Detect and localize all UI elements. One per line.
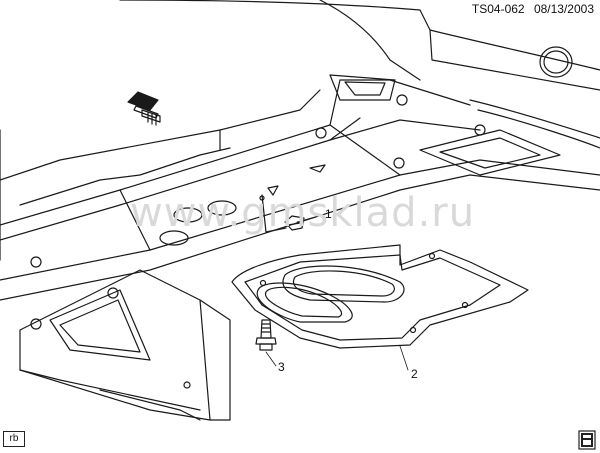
frame-crossmember: [0, 74, 600, 389]
mounting-bolt: [255, 319, 277, 351]
shield-plate: [231, 244, 529, 349]
service-book-icon: [578, 430, 596, 450]
vehicle-body-outline: [0, 0, 600, 261]
callout-2: 2: [411, 367, 418, 381]
reference-code: TS04-062: [471, 2, 525, 16]
callout-1: 1: [325, 207, 332, 221]
watermark-text: www.gmsklad.ru: [130, 190, 476, 236]
retainer-clip: [259, 185, 305, 233]
callout-leaders: [265, 214, 409, 371]
drawing-reference: TS04-062 08/13/2003: [472, 2, 594, 16]
reference-date: 08/13/2003: [533, 2, 594, 16]
view-tag: rb: [3, 431, 25, 447]
forward-arrow-icon: [127, 91, 161, 126]
callout-3: 3: [278, 360, 285, 374]
lower-left-bracket: [19, 269, 231, 421]
